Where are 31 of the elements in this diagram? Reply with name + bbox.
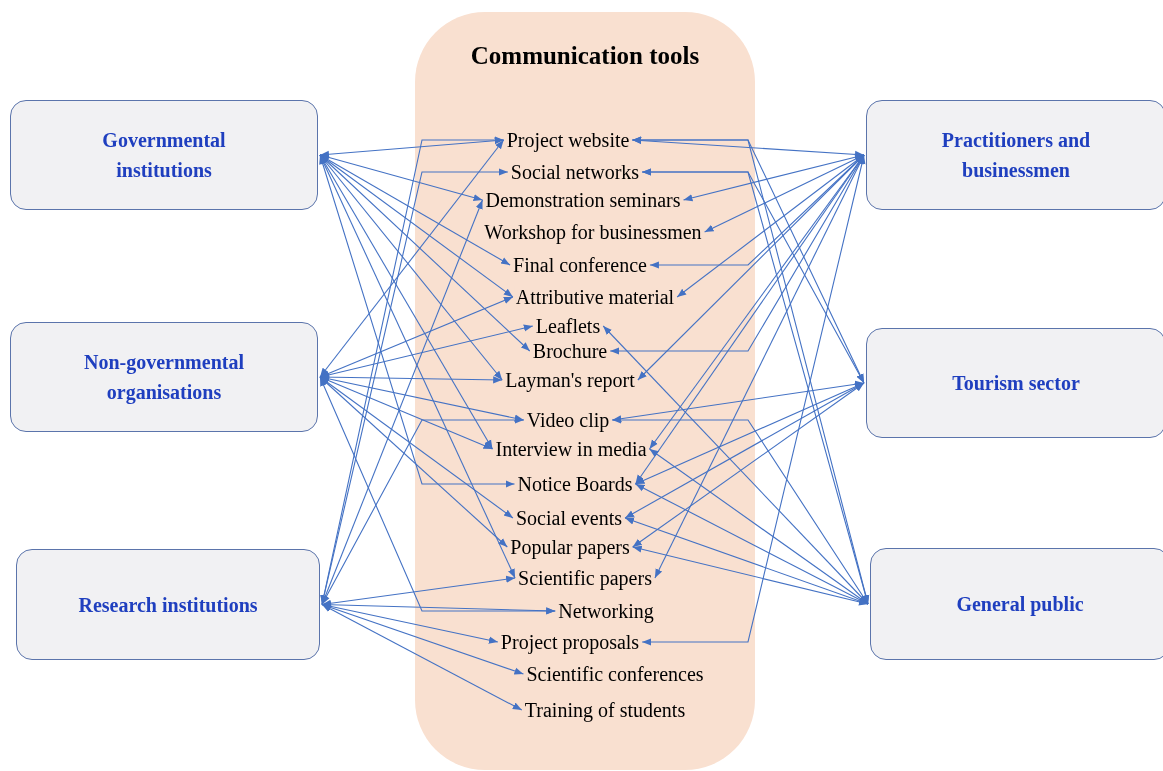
double-arrow: [624, 382, 865, 519]
stakeholder-box: [10, 100, 318, 210]
stakeholder-label: Tourism sector: [952, 371, 1080, 396]
double-arrow: [321, 416, 525, 606]
double-arrow: [321, 603, 524, 675]
tools-panel: [415, 12, 755, 770]
stakeholder-box: [866, 100, 1163, 210]
stakeholder-box: [16, 549, 320, 660]
double-arrow: [654, 154, 865, 579]
double-arrow: [632, 382, 865, 548]
stakeholder-label: Research institutions: [78, 592, 258, 618]
stakeholder-box: [866, 328, 1163, 438]
stakeholder-label: Governmental institutions: [101, 128, 227, 183]
panel-title: Communication tools: [469, 42, 701, 70]
double-arrow: [634, 483, 869, 605]
stakeholder-label: General public: [956, 592, 1084, 618]
stakeholder-label: Non-governmental organisations: [83, 350, 245, 406]
double-arrow: [319, 376, 508, 548]
tool-label: Training of students: [523, 699, 687, 721]
stakeholder-box: [10, 322, 318, 432]
double-arrow: [632, 545, 869, 606]
tool-label: Workshop for businessmen: [483, 221, 703, 243]
stakeholder-label: Practitioners and businessmen: [940, 128, 1092, 183]
double-arrow: [319, 376, 514, 519]
double-arrow: [321, 603, 523, 711]
double-arrow: [321, 575, 516, 607]
double-arrow: [611, 416, 869, 605]
double-arrow: [319, 376, 494, 450]
double-arrow: [319, 154, 511, 266]
stakeholder-box: [870, 548, 1163, 660]
tool-label: Scientific papers: [517, 567, 653, 589]
